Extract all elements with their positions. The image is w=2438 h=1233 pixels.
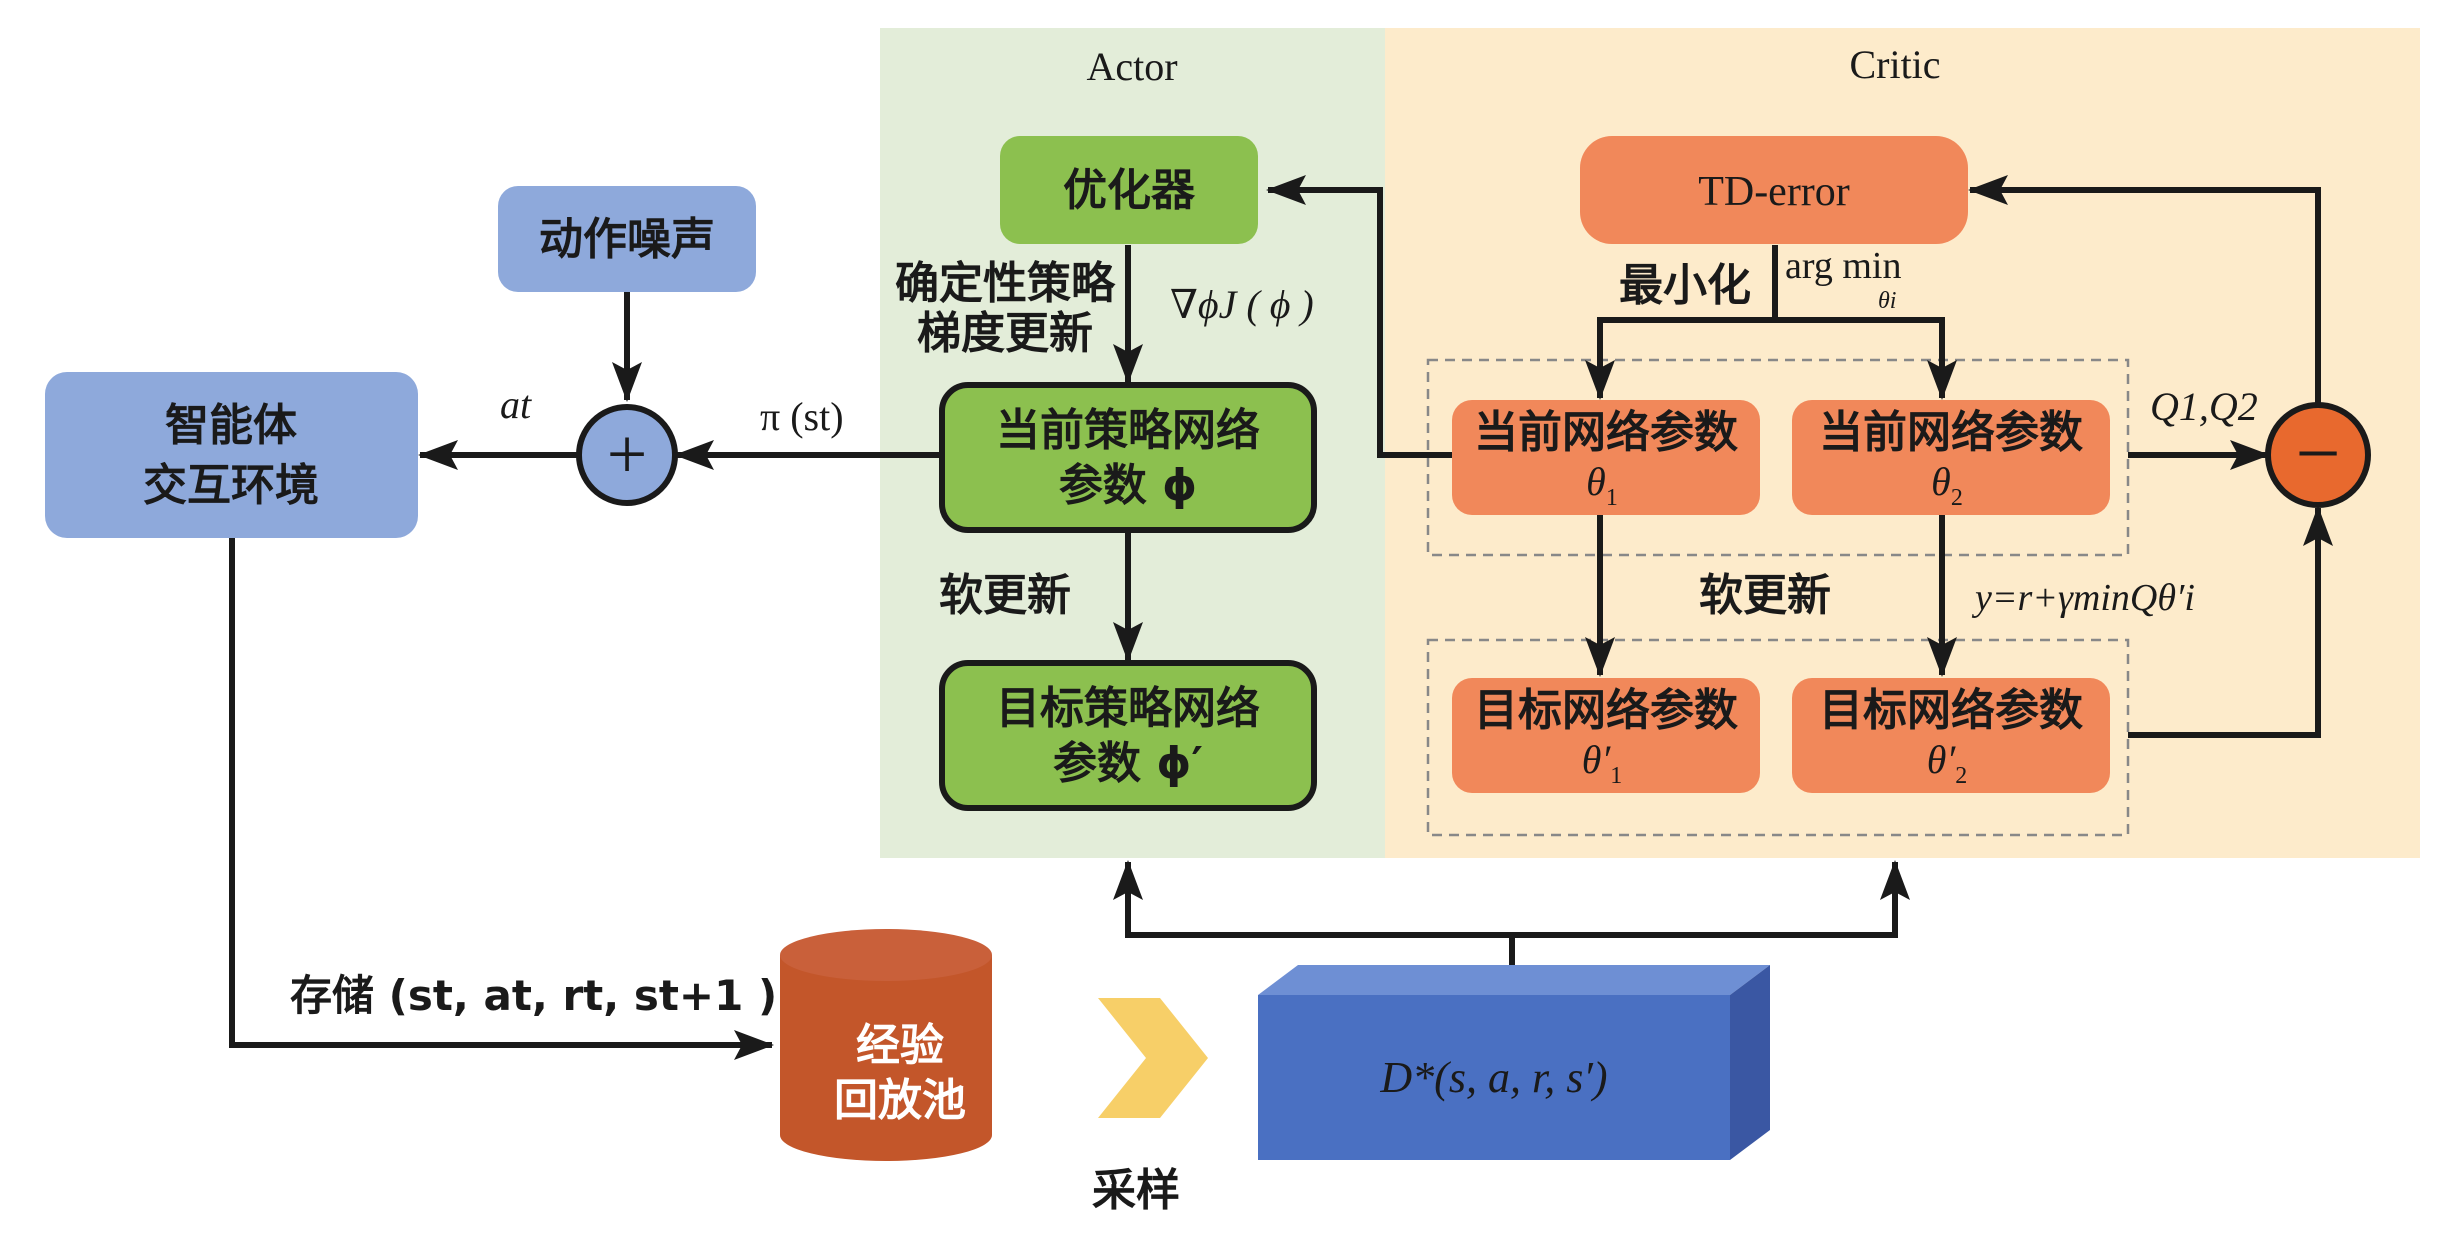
target-policy-label-1: 目标策略网络 bbox=[996, 683, 1260, 734]
noise-node bbox=[498, 186, 756, 292]
arrow-env-to-buffer bbox=[229, 538, 774, 1060]
plus-icon: + bbox=[607, 414, 648, 494]
critic-soft-update-label: 软更新 bbox=[1699, 570, 1831, 621]
target-critic2-theta: θ′ bbox=[1927, 737, 1957, 782]
target-critic2-node bbox=[1792, 678, 2110, 793]
arrow-td-to-critic2 bbox=[1775, 317, 1957, 400]
critic-title: Critic bbox=[1849, 42, 1940, 87]
target-critic2-sub: 2 bbox=[1955, 763, 1967, 789]
target-critic1-sub: 1 bbox=[1610, 763, 1622, 789]
minus-icon: − bbox=[2295, 410, 2340, 498]
env-node bbox=[45, 372, 418, 538]
target-policy-label-2: 参数 ϕ′ bbox=[1053, 738, 1203, 789]
actor-title: Actor bbox=[1086, 44, 1177, 89]
action-label: at bbox=[500, 382, 532, 427]
sampled-batch-node bbox=[1258, 965, 1770, 1160]
replay-buffer-node bbox=[780, 929, 992, 1161]
current-policy-node bbox=[939, 382, 1317, 533]
target-y-label: y=r+γminQθ′i bbox=[1971, 577, 2195, 619]
current-policy-label-1: 当前策略网络 bbox=[996, 405, 1260, 456]
sample-label: 采样 bbox=[1092, 1165, 1180, 1216]
td-error-label: TD-error bbox=[1698, 169, 1850, 215]
target-critic1-theta: θ′ bbox=[1582, 737, 1612, 782]
current-critic2-node bbox=[1792, 400, 2110, 515]
sampling-chevron-icon bbox=[1098, 998, 1208, 1118]
replay-buffer-label-1: 经验 bbox=[856, 1020, 944, 1071]
store-label: 存储 (st, at, rt, st+1 ) bbox=[290, 971, 777, 1020]
current-policy-label-2: 参数 ϕ bbox=[1059, 460, 1197, 511]
argmin-sub-label: θi bbox=[1878, 288, 1896, 314]
optimizer-label: 优化器 bbox=[1063, 165, 1196, 216]
arrow-target-to-minus bbox=[2128, 506, 2333, 738]
current-critic2-label-1: 当前网络参数 bbox=[1819, 407, 2083, 458]
td-error-node bbox=[1580, 136, 1968, 244]
policy-output-label: π (st) bbox=[760, 394, 844, 439]
gradient-label: ∇ϕJ ( ϕ ) bbox=[1170, 282, 1314, 327]
difference-node bbox=[2265, 402, 2371, 508]
optimizer-node bbox=[1000, 136, 1258, 244]
det-pg-label-1: 确定性策略 bbox=[895, 258, 1116, 309]
arrow-batch-to-actor bbox=[1113, 860, 1512, 938]
arrow-critic-to-optimizer bbox=[1266, 175, 1452, 458]
current-critic1-sub: 1 bbox=[1606, 485, 1618, 511]
current-critic1-theta: θ bbox=[1586, 459, 1606, 504]
noise-label: 动作噪声 bbox=[539, 214, 715, 265]
current-critic1-label-2: θ1 bbox=[1586, 459, 1618, 511]
actor-soft-update-label: 软更新 bbox=[939, 570, 1071, 621]
sampled-batch-label: D*(s, a, r, s′) bbox=[1379, 1053, 1607, 1102]
target-critic1-node bbox=[1452, 678, 1760, 793]
target-policy-node bbox=[939, 660, 1317, 811]
target-critic2-label-2: θ′2 bbox=[1927, 737, 1967, 789]
arrow-minus-to-td bbox=[1968, 175, 2321, 404]
current-critic2-sub: 2 bbox=[1951, 485, 1963, 511]
target-critic2-label-1: 目标网络参数 bbox=[1819, 685, 2083, 736]
minimize-label: 最小化 bbox=[1619, 260, 1751, 311]
target-critics-group bbox=[1426, 638, 2130, 837]
target-critic1-label-1: 目标网络参数 bbox=[1474, 685, 1738, 736]
sum-node bbox=[576, 404, 678, 506]
current-critic1-label-1: 当前网络参数 bbox=[1474, 407, 1738, 458]
current-critic2-theta: θ bbox=[1931, 459, 1951, 504]
current-critic1-node bbox=[1452, 400, 1760, 515]
env-label-1: 智能体 bbox=[165, 400, 297, 451]
argmin-label: arg min bbox=[1785, 245, 1901, 287]
q-values-label: Q1,Q2 bbox=[2150, 384, 2258, 429]
arrow-td-to-critic1 bbox=[1585, 317, 1775, 400]
current-critic2-label-2: θ2 bbox=[1931, 459, 1963, 511]
det-pg-label-2: 梯度更新 bbox=[917, 308, 1093, 359]
target-critic1-label-2: θ′1 bbox=[1582, 737, 1622, 789]
env-label-2: 交互环境 bbox=[143, 460, 319, 511]
replay-buffer-label-2: 回放池 bbox=[834, 1075, 966, 1126]
arrow-batch-to-critic bbox=[1512, 860, 1910, 938]
